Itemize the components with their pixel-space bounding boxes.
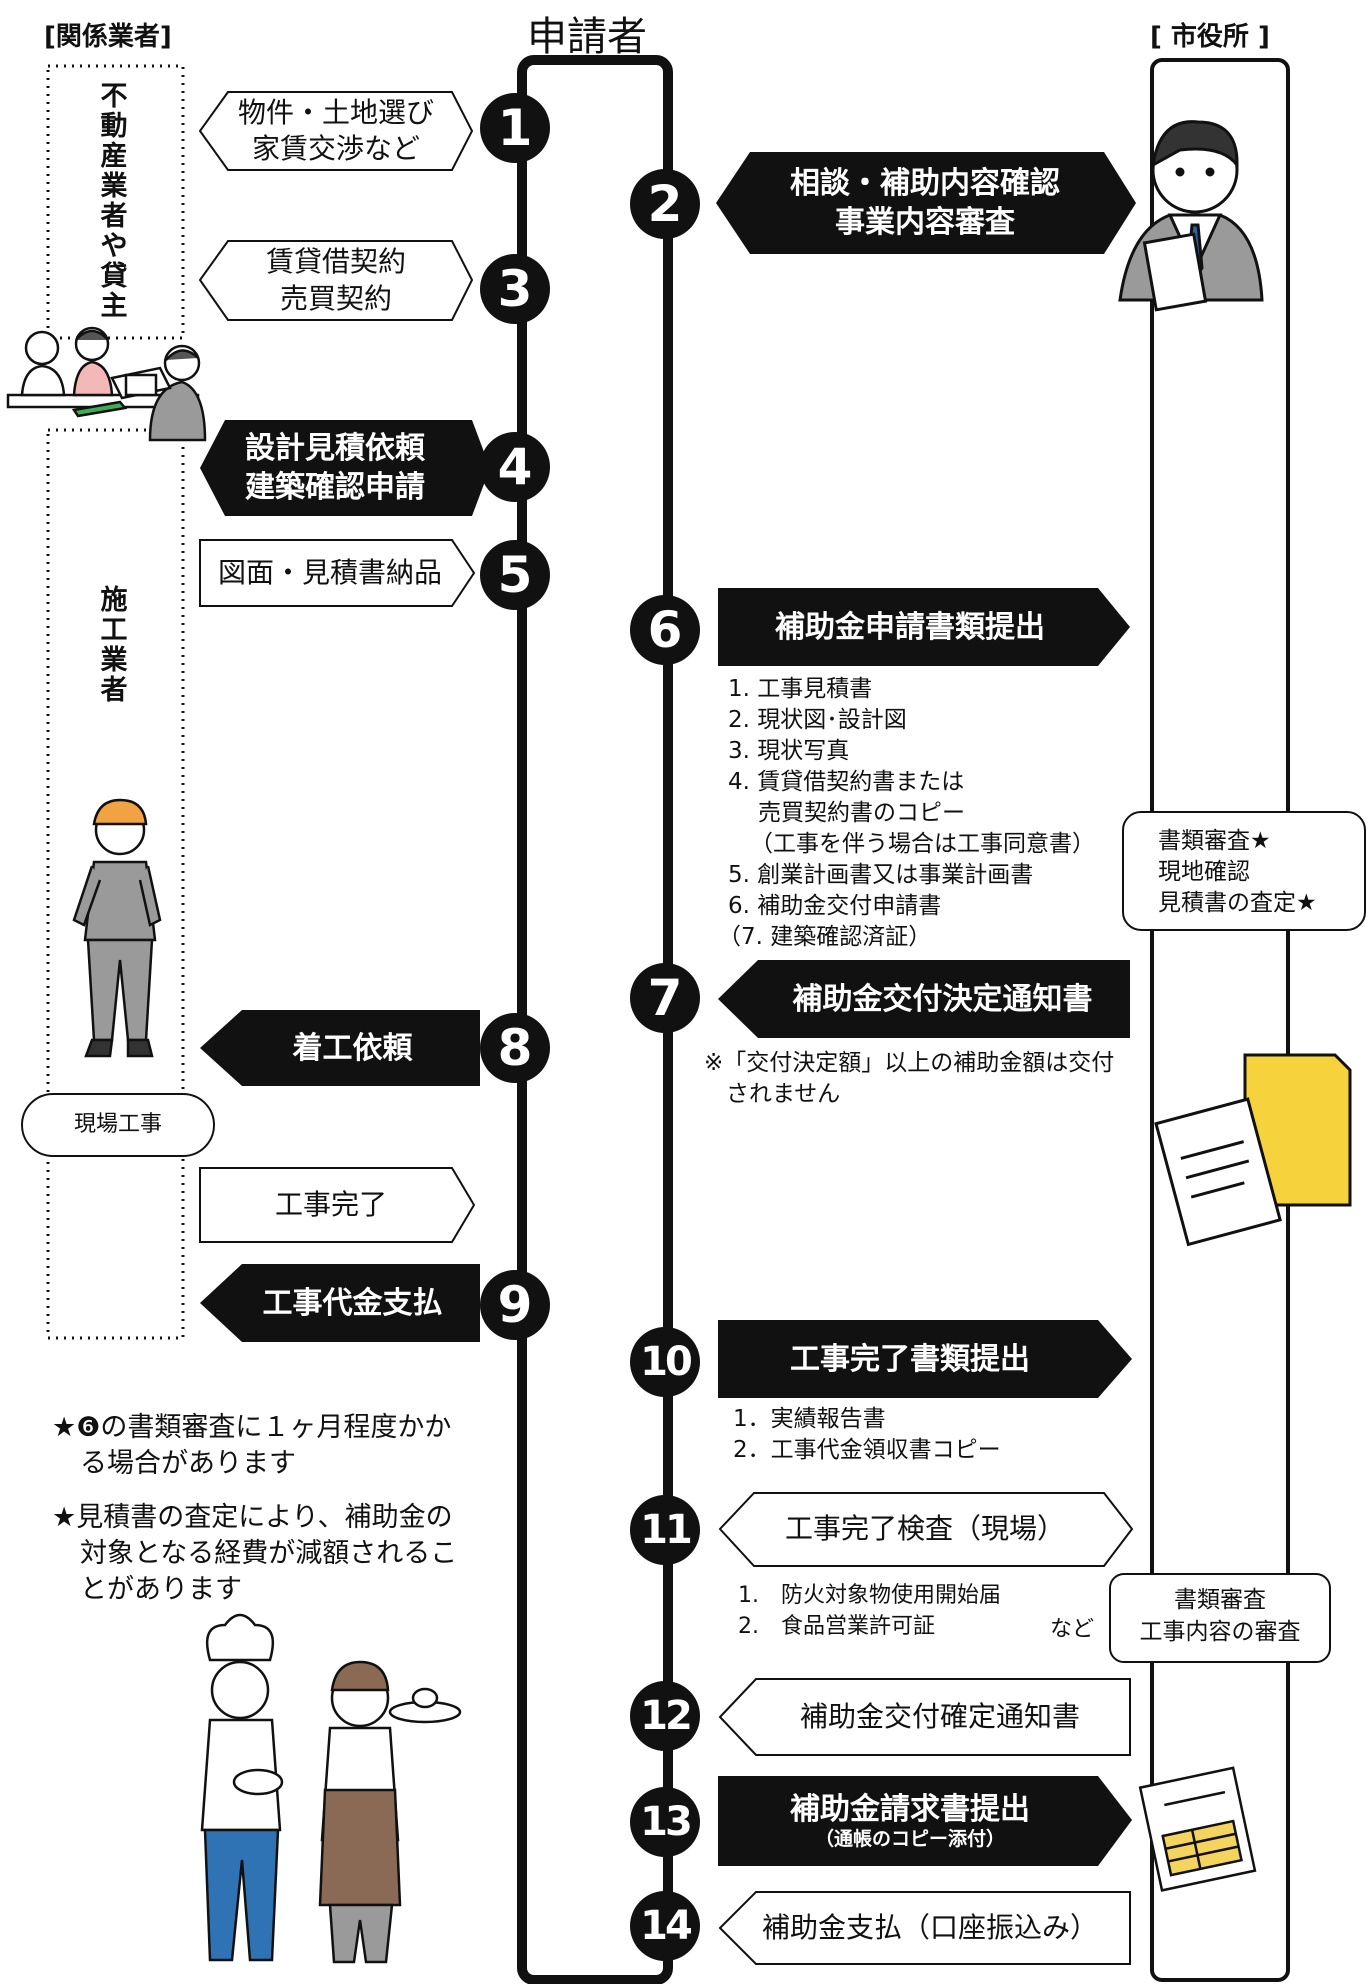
label-construction-complete: 工事完了 [274,1187,387,1221]
site-work-pill [21,1093,215,1157]
review-box-1-text: 書類審査★ 現地確認 見積書の査定★ [1158,828,1317,916]
header-city-office: [ 市役所 ] [1150,22,1270,52]
label-confirm-notice: 補助金交付確定通知書 [799,1699,1080,1733]
label-drawings: 図面・見積書納品 [217,555,442,589]
contractor-group-box [46,428,185,1340]
completion-doc-item: 2．工事代金領収書コピー [733,1437,1001,1463]
worker-illustration [72,798,162,1058]
city-lane [1150,58,1290,1982]
apply-doc-item: （7. 建築確認済証） [718,924,932,950]
arrow-apply [718,588,1130,666]
documents-envelope-illustration [1154,1053,1352,1247]
apply-doc-item: 5. 創業計画書又は事業計画書 [728,862,1034,888]
review-box-1 [1122,811,1366,931]
label-property: 物件・土地選び家賃交渉など [237,95,434,165]
label-decision: 補助金交付決定通知書 [792,981,1093,1017]
step-number-12: 12 [640,1693,693,1739]
step-number-10: 10 [640,1339,693,1385]
apply-doc-item: 4. 賃貸借契約書または [728,769,965,795]
arrow-decision [718,960,1130,1038]
label-apply: 補助金申請書類提出 [775,609,1045,645]
inspection-doc-item: 2. 食品営業許可証 [738,1614,935,1639]
apply-docs-list: 1. 工事見積書 2. 現状図･設計図 3. 現状写真 4. 賃貸借契約書または… [718,674,1095,953]
realtor-group-label: 不動産業者や貸主 [100,81,128,322]
step-number-7: 7 [647,969,683,1027]
step-number-14: 14 [640,1903,693,1949]
note-review-period: ★❻の書類審査に１ヶ月程度かか る場合があります [52,1412,452,1479]
label-design: 設計見積依頼建築確認申請 [245,431,425,505]
claim-form-illustration [1138,1766,1257,1892]
review-box-2 [1109,1573,1331,1663]
step-number-2: 2 [647,175,683,233]
step-number-8: 8 [497,1019,533,1077]
step-number-3: 3 [497,260,533,318]
apply-doc-item: 6. 補助金交付申請書 [728,893,942,919]
meeting-illustration [6,326,207,442]
arrow-contract [198,240,474,321]
completion-docs-list: 1．実績報告書 2．工事代金領収書コピー [733,1404,1001,1466]
arrow-payment [200,1264,480,1342]
arrow-confirm [718,1678,1131,1756]
apply-doc-item: 売買契約書のコピー [758,800,965,826]
inspection-docs-list: 1. 防火対象物使用開始届 2. 食品営業許可証 [738,1580,1001,1642]
completion-doc-item: 1．実績報告書 [733,1406,886,1432]
city-officer-illustration [1118,120,1264,312]
step-number-6: 6 [647,601,683,659]
arrow-property [198,91,474,171]
apply-doc-item: 1. 工事見積書 [728,676,873,702]
chef-waiter-illustration [200,1613,462,1964]
label-consult: 相談・補助内容確認事業内容審査 [790,166,1060,240]
header-applicant: 申請者 [527,14,647,60]
arrow-claim [718,1776,1132,1866]
review-box-2-text: 書類審査 工事内容の審査 [1139,1587,1301,1645]
inspection-docs-etc: など [1050,1617,1095,1642]
apply-doc-item: 3. 現状写真 [728,738,850,764]
step-number-13: 13 [640,1799,693,1845]
arrow-completion-docs [718,1320,1132,1398]
arrow-drawings [199,539,476,607]
step-circles [480,93,700,1961]
apply-doc-item: 2. 現状図･設計図 [728,707,907,733]
step-number-5: 5 [497,546,533,604]
apply-doc-item: （工事を伴う場合は工事同意書） [750,831,1095,857]
label-claim: 補助金請求書提出 （通帳のコピー添付） [790,1791,1030,1850]
inspection-doc-item: 1. 防火対象物使用開始届 [738,1583,1001,1608]
label-contract: 賃貸借契約売買契約 [265,245,406,315]
step-number-4: 4 [497,438,533,496]
step-number-11: 11 [640,1507,693,1553]
arrow-design [200,420,490,516]
header-related-businesses: [関係業者] [44,22,172,52]
label-inspection: 工事完了検査（現場） [784,1512,1065,1546]
step-number-1: 1 [497,99,533,157]
step-number-9: 9 [497,1276,533,1334]
arrow-complete [199,1167,476,1243]
contractor-group-label: 施工業者 [100,585,128,706]
arrow-start [200,1010,480,1086]
label-completion-docs: 工事完了書類提出 [790,1341,1030,1377]
label-payment: 補助金支払（口座振込み） [761,1910,1098,1944]
note-estimate-assessment: ★見積書の査定により、補助金の 対象となる経費が減額されるこ とがあります [52,1502,458,1605]
label-site-work: 現場工事 [73,1111,162,1137]
arrow-consult [716,152,1136,254]
arrow-pay [718,1891,1131,1965]
label-construction-payment: 工事代金支払 [262,1285,443,1321]
label-start-request: 着工依頼 [292,1030,413,1066]
decision-note: ※「交付決定額」以上の補助金額は交付 されません [704,1050,1115,1107]
arrow-inspection [718,1492,1134,1567]
